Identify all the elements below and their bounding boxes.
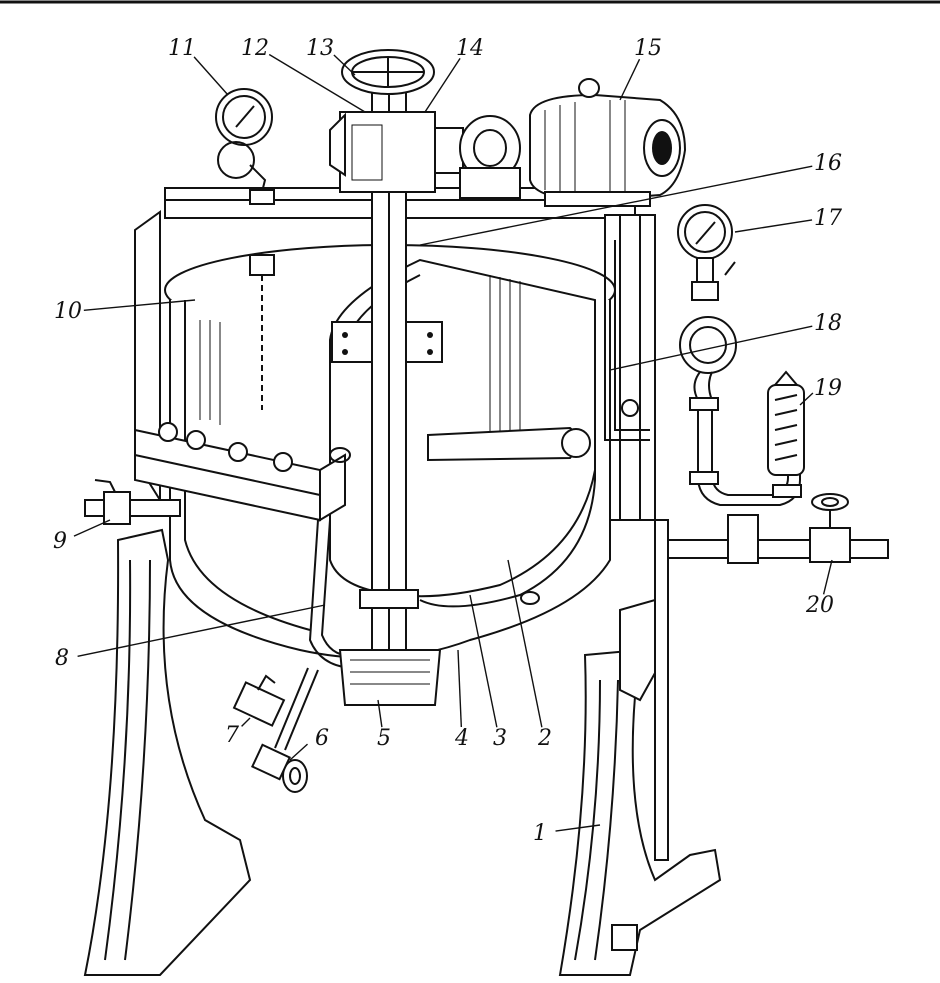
flange-bolts (158, 399, 639, 472)
callout-number-14: 14 (456, 36, 484, 61)
callout-leader-18 (609, 325, 813, 371)
callout-number-2: 2 (537, 726, 552, 751)
steam-line-instruments (667, 204, 889, 564)
callout-number-11: 11 (168, 36, 196, 61)
pressure-gauge-left (215, 88, 275, 205)
callout-number-8: 8 (55, 646, 69, 671)
callout-number-16: 16 (814, 151, 842, 176)
callout-number-17: 17 (814, 206, 842, 231)
callout-number-9: 9 (53, 529, 67, 554)
callout-leader-11 (193, 56, 229, 96)
callout-number-1: 1 (533, 821, 547, 846)
callout-leader-8 (77, 604, 326, 658)
callout-leader-6 (289, 743, 308, 761)
drain-valves (232, 667, 319, 793)
callout-number-18: 18 (814, 311, 842, 336)
callout-leader-9 (73, 519, 111, 537)
callout-number-12: 12 (241, 36, 269, 61)
callout-leader-13 (333, 54, 356, 76)
callout-leader-1 (555, 824, 601, 832)
callout-leader-4 (457, 649, 463, 728)
callout-leader-15 (619, 58, 641, 101)
callout-leader-7 (241, 717, 251, 727)
callout-leader-17 (734, 219, 813, 233)
callout-number-10: 10 (54, 299, 82, 324)
callout-leader-3 (469, 594, 498, 728)
callout-number-19: 19 (814, 376, 842, 401)
drive-unit (329, 49, 687, 207)
callout-number-13: 13 (306, 36, 334, 61)
callout-number-3: 3 (493, 726, 507, 751)
side-valve (84, 479, 181, 525)
callout-leader-12 (268, 53, 366, 113)
callout-number-5: 5 (377, 726, 391, 751)
callout-leader-16 (419, 165, 813, 246)
callout-number-6: 6 (315, 726, 329, 751)
callout-leader-14 (424, 58, 461, 113)
callout-leader-20 (822, 559, 833, 595)
callout-leader-19 (799, 392, 814, 406)
callout-leader-10 (83, 299, 196, 312)
callout-number-4: 4 (454, 726, 469, 751)
callout-leader-2 (507, 559, 543, 728)
callout-number-7: 7 (225, 723, 239, 748)
callout-number-15: 15 (634, 36, 662, 61)
support-legs (83, 519, 722, 976)
callout-number-20: 20 (805, 593, 834, 618)
callout-leader-5 (377, 699, 383, 728)
